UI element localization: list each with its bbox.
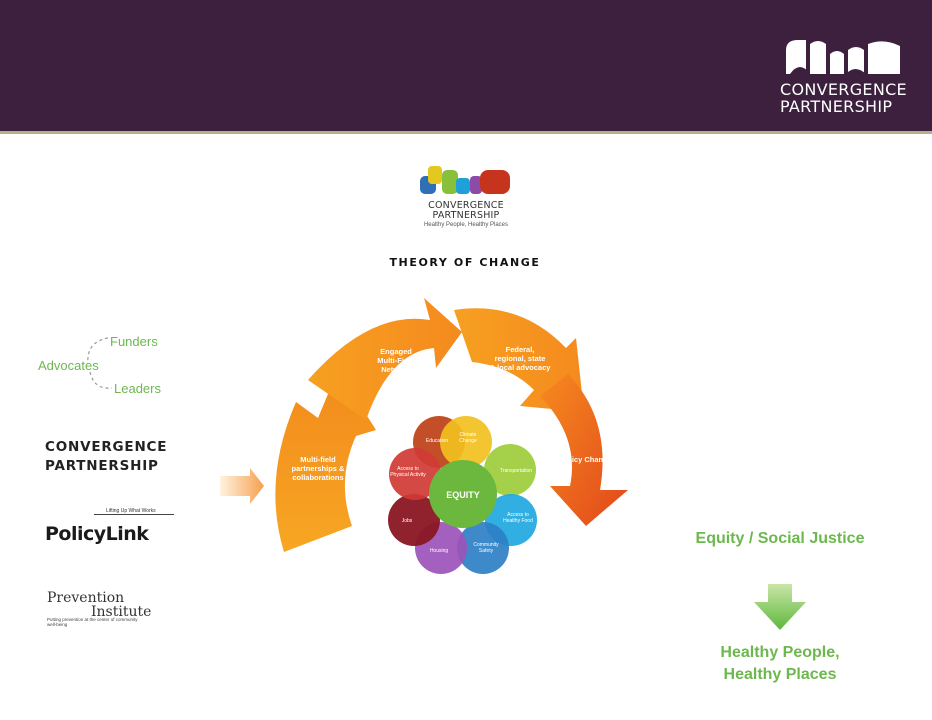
incoming-arrow [220, 468, 264, 504]
healthy-line2: Healthy Places [723, 666, 837, 683]
convergence-logo-mark-icon [786, 40, 900, 74]
petal-transportation [484, 444, 536, 496]
center-logo-tagline: Healthy People, Healthy Places [423, 222, 509, 228]
center-logo-line1: CONVERGENCE [428, 200, 504, 211]
prevention-tagline: Putting prevention at the center of comm… [47, 617, 138, 627]
arc-step-3 [454, 308, 584, 412]
healthy-people-places: Healthy People, Healthy Places [680, 642, 880, 686]
header-logo: CONVERGENCE PARTNERSHIP [780, 36, 914, 115]
equity-label: EQUITY [446, 490, 480, 500]
diagram-title: THEORY OF CHANGE [389, 256, 541, 269]
arc-step-3-label: Federal,regional, state& local advocacy [490, 345, 552, 372]
center-logo-line2: PARTNERSHIP [432, 210, 500, 221]
petal-jobs [388, 494, 440, 546]
cycle-advocates: Advocates [38, 358, 99, 373]
petal-climate-change [440, 416, 492, 468]
petal-jobs-label: Jobs [402, 518, 413, 524]
arc-step-4-label: Policy Change [560, 455, 612, 464]
convergence-partnership-name: CONVERGENCE PARTNERSHIP [45, 438, 167, 476]
cycle-funders: Funders [110, 334, 158, 349]
header-divider [0, 131, 932, 134]
cycle-arrows-icon [87, 337, 113, 389]
policylink-rule [94, 514, 174, 515]
cycle-leaders: Leaders [114, 381, 161, 396]
header-bar [0, 0, 932, 131]
petal-physical-activity [389, 448, 441, 500]
petal-housing-label: Housing [430, 548, 449, 554]
arc-step-2 [308, 298, 462, 420]
petal-education-label: Education [426, 438, 448, 444]
arc-step-4 [540, 374, 628, 526]
org-line1: CONVERGENCE [45, 439, 168, 455]
equity-center [429, 460, 497, 528]
convergence-color-logo-icon [420, 166, 510, 194]
prevention-line1: Prevention [47, 590, 125, 606]
healthy-line1: Healthy People, [720, 644, 840, 661]
equity-social-justice: Equity / Social Justice [695, 530, 865, 547]
arc-step-1 [275, 370, 376, 552]
prevention-line2: Institute [91, 604, 152, 620]
center-logo: CONVERGENCE PARTNERSHIP Healthy People, … [408, 166, 524, 228]
org-line2: PARTNERSHIP [45, 458, 159, 474]
policylink-tagline: Lifting Up What Works [106, 508, 156, 514]
policylink-logo: PolicyLink [45, 523, 149, 545]
petal-community-safety [457, 522, 509, 574]
down-arrow-icon [754, 584, 806, 630]
prevention-institute-logo: Prevention Institute [47, 591, 151, 619]
petal-transportation-label: Transportation [500, 468, 532, 474]
header-logo-line2: PARTNERSHIP [780, 97, 893, 116]
header-logo-line1: CONVERGENCE [780, 80, 907, 99]
